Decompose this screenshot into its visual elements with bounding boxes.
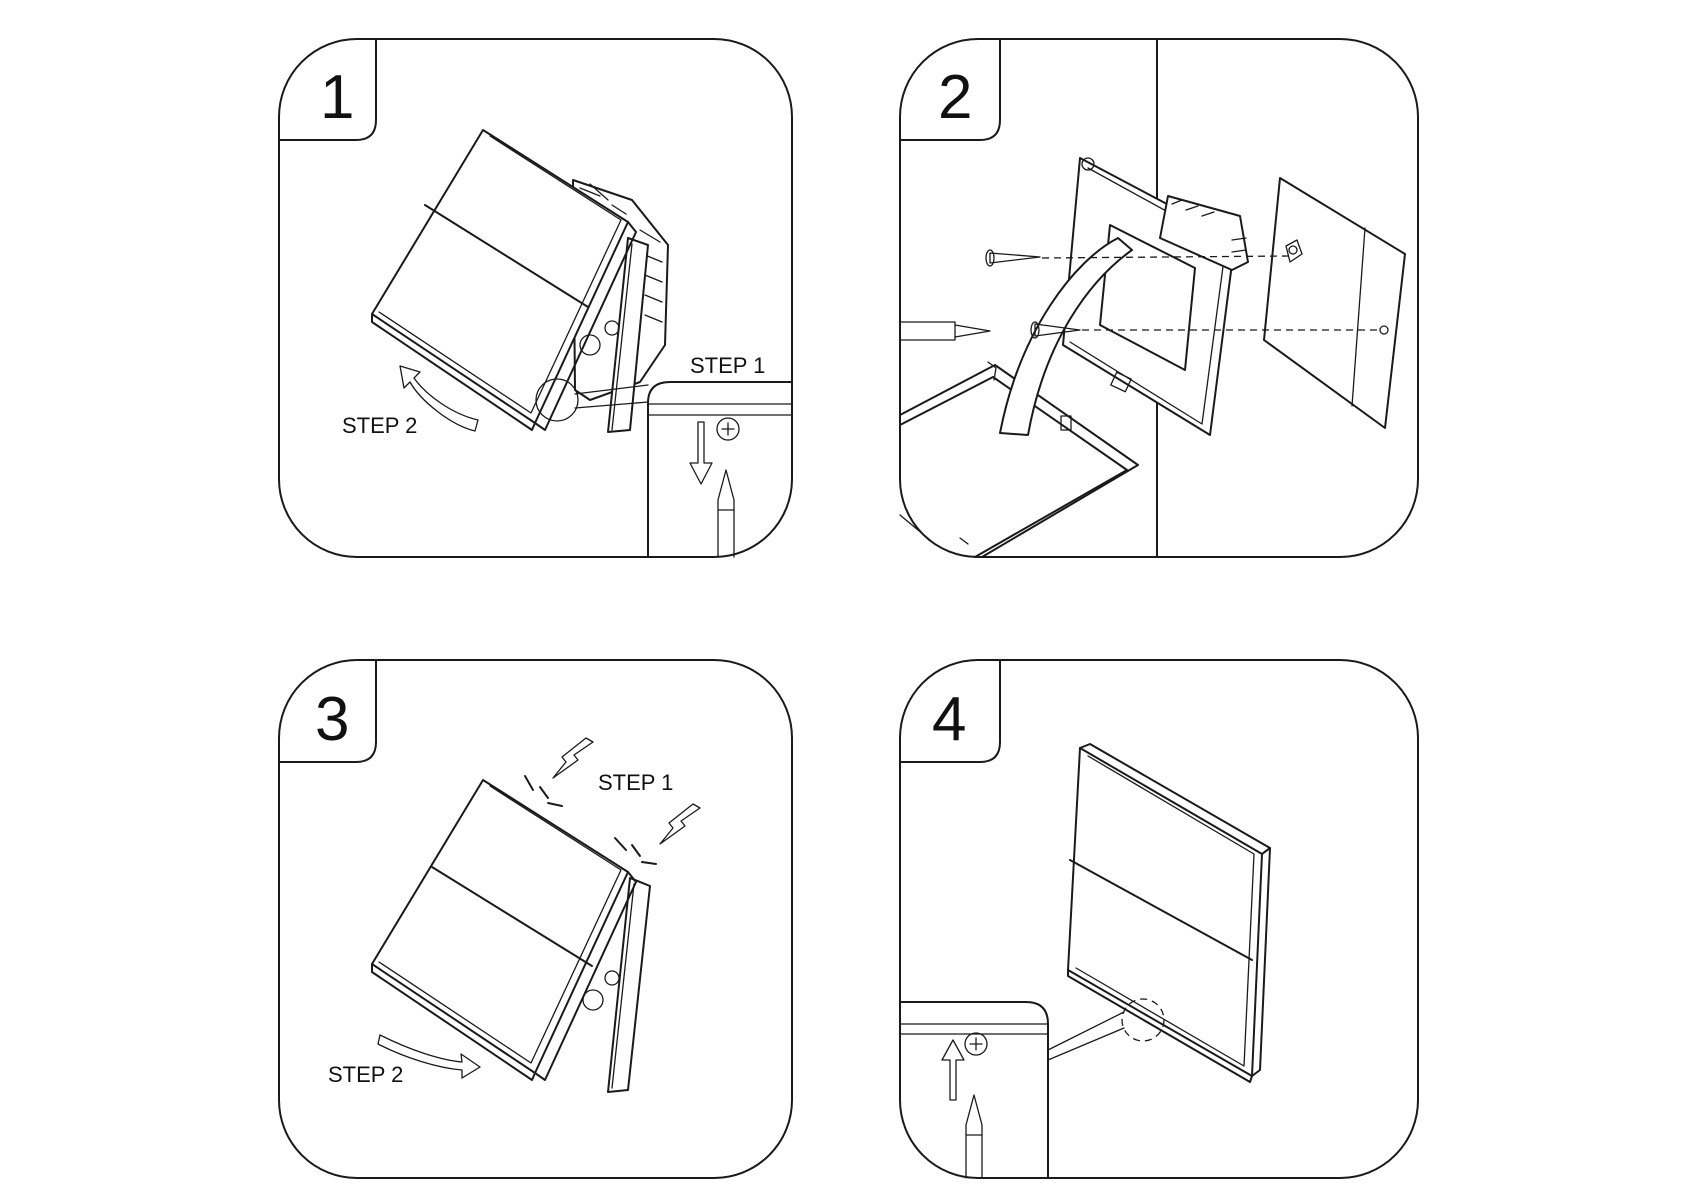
ribbon-cable xyxy=(999,237,1133,436)
press-arrows xyxy=(524,737,701,865)
detail-circle xyxy=(1121,998,1165,1042)
screwdriver-icon xyxy=(965,1094,983,1179)
mounted-switch xyxy=(1067,743,1271,1083)
rotate-arrow-icon xyxy=(377,1034,481,1079)
arrow-up-icon xyxy=(941,1039,965,1101)
switch-cover xyxy=(371,779,637,1081)
detail-circle xyxy=(535,378,579,422)
panel-2: 2 xyxy=(899,38,1419,558)
wall-back-plate xyxy=(1263,177,1406,429)
panel-1-step1-label: STEP 1 xyxy=(690,353,765,378)
switch-cover xyxy=(371,129,637,431)
wall-box xyxy=(899,361,1139,558)
panel-3-step1-label: STEP 1 xyxy=(598,770,673,795)
rotate-arrow-icon xyxy=(399,365,479,432)
zoom-inset-step1 xyxy=(647,381,793,558)
panel-1-step2-label: STEP 2 xyxy=(342,413,417,438)
panel-1-number: 1 xyxy=(320,63,354,132)
zoom-inset-step4 xyxy=(899,1001,1049,1179)
panel-2-number: 2 xyxy=(938,63,972,132)
arrow-down-icon xyxy=(689,421,713,485)
panel-3: 3 STEP 1 STEP 2 xyxy=(278,659,793,1179)
panel-4-number: 4 xyxy=(932,685,966,754)
mounting-plate xyxy=(1062,157,1249,436)
screwdriver-icon xyxy=(899,321,956,341)
panel-1: 1 STEP 1 xyxy=(278,38,793,558)
panel-3-number: 3 xyxy=(315,685,349,754)
screws xyxy=(899,249,1382,341)
switch-back-housing xyxy=(582,877,651,1093)
panel-3-step2-label: STEP 2 xyxy=(328,1062,403,1087)
arrow-icon xyxy=(659,803,701,845)
arrow-icon xyxy=(552,737,594,779)
screwdriver-icon xyxy=(717,469,735,558)
panel-4: 4 xyxy=(899,659,1419,1179)
